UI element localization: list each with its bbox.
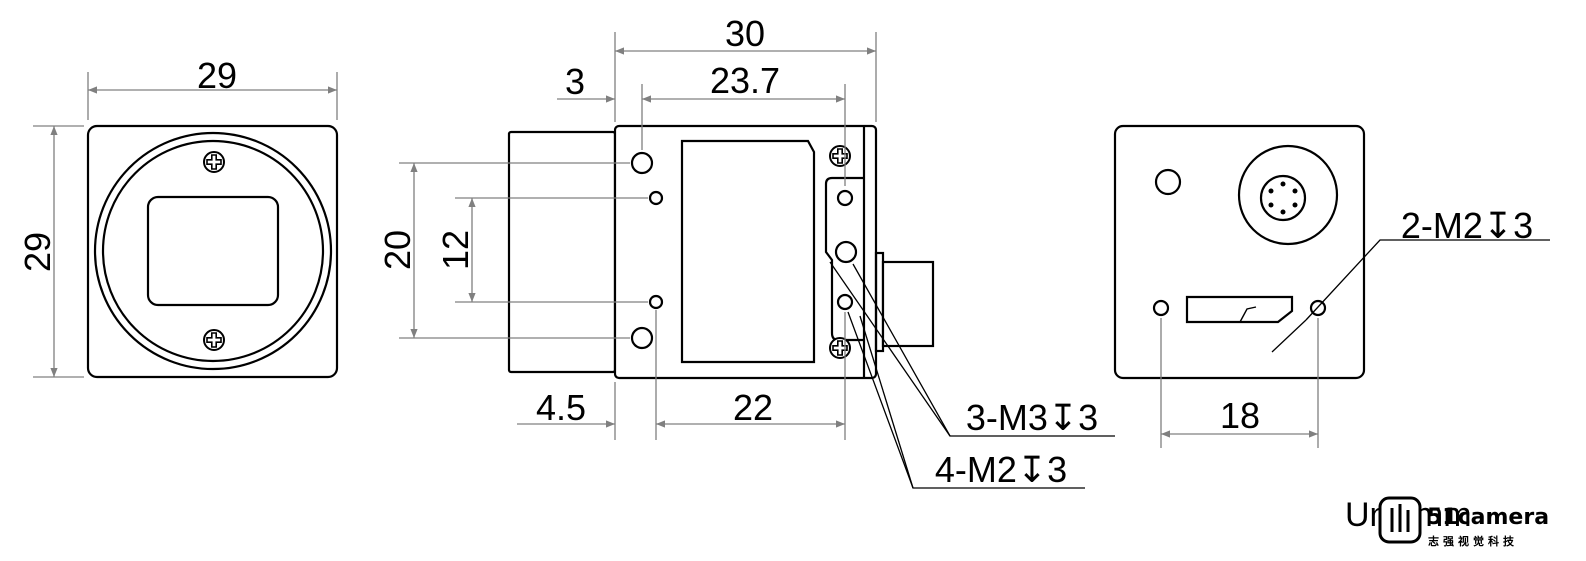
brand-logo: 51camera 志强视觉科技 — [1378, 496, 1549, 548]
sensor-window — [146, 195, 280, 307]
body-screw-icon — [829, 145, 851, 167]
gpio-connector-inner — [1259, 174, 1307, 222]
footer: Unit:mm 51camera 志强视觉科技 — [1345, 496, 1549, 548]
m3-callout-leader — [829, 261, 951, 437]
m2-callout-leader — [1271, 319, 1307, 353]
gpio-pins — [1268, 181, 1298, 215]
dim-inner-holes-spacing: 12 — [435, 230, 476, 270]
gpio-connector-outer — [1237, 144, 1339, 246]
dim-bottom-holes-span: 22 — [733, 387, 773, 428]
lens-mount-inner-ring — [101, 139, 325, 363]
connector-plug — [881, 260, 935, 348]
m2-hole — [1152, 299, 1170, 317]
side-view: 30 23.7 3 20 12 4.5 22 3-M3↧3 4-M2↧3 — [377, 13, 1115, 490]
mount-screw-icon — [203, 151, 225, 173]
logo-subtitle: 志强视觉科技 — [1428, 534, 1518, 548]
dim-top-holes-span: 23.7 — [710, 60, 780, 101]
status-led — [1154, 168, 1182, 196]
m3-hole — [630, 326, 654, 350]
usb-port-key — [1239, 306, 1257, 323]
logo-wordmark: 51camera — [1427, 505, 1549, 530]
callout-m2-side: 4-M2↧3 — [935, 449, 1067, 490]
callout-m3: 3-M3↧3 — [966, 397, 1098, 438]
dim-front-width: 29 — [197, 55, 237, 96]
m2-hole — [648, 190, 664, 206]
dim-rear-hole-spacing: 18 — [1220, 395, 1260, 436]
front-housing — [86, 124, 339, 379]
m2-hole — [836, 293, 854, 311]
lens-mount-outer-ring — [93, 131, 333, 371]
m3-hole — [834, 240, 858, 264]
label-plate — [680, 139, 816, 364]
front-view: 29 29 — [17, 55, 339, 379]
dim-outer-holes-spacing: 20 — [377, 230, 418, 270]
dim-front-height: 29 — [17, 232, 58, 272]
m2-hole — [648, 294, 664, 310]
lens-barrel — [507, 130, 617, 374]
mount-screw-icon — [203, 329, 225, 351]
m3-hole — [630, 151, 654, 175]
dim-front-offset: 3 — [565, 61, 585, 102]
rear-view: 18 2-M2↧3 — [1113, 124, 1550, 448]
usb-port — [1185, 295, 1294, 324]
m2-callout-leader — [1305, 239, 1550, 321]
m2-hole — [836, 189, 854, 207]
m2-callout-leader — [859, 315, 914, 489]
dim-overall-length: 30 — [725, 13, 765, 54]
dim-lens-offset: 4.5 — [536, 387, 586, 428]
body-screw-icon — [829, 337, 851, 359]
callout-m2-rear: 2-M2↧3 — [1401, 205, 1533, 246]
m2-hole — [1309, 299, 1327, 317]
